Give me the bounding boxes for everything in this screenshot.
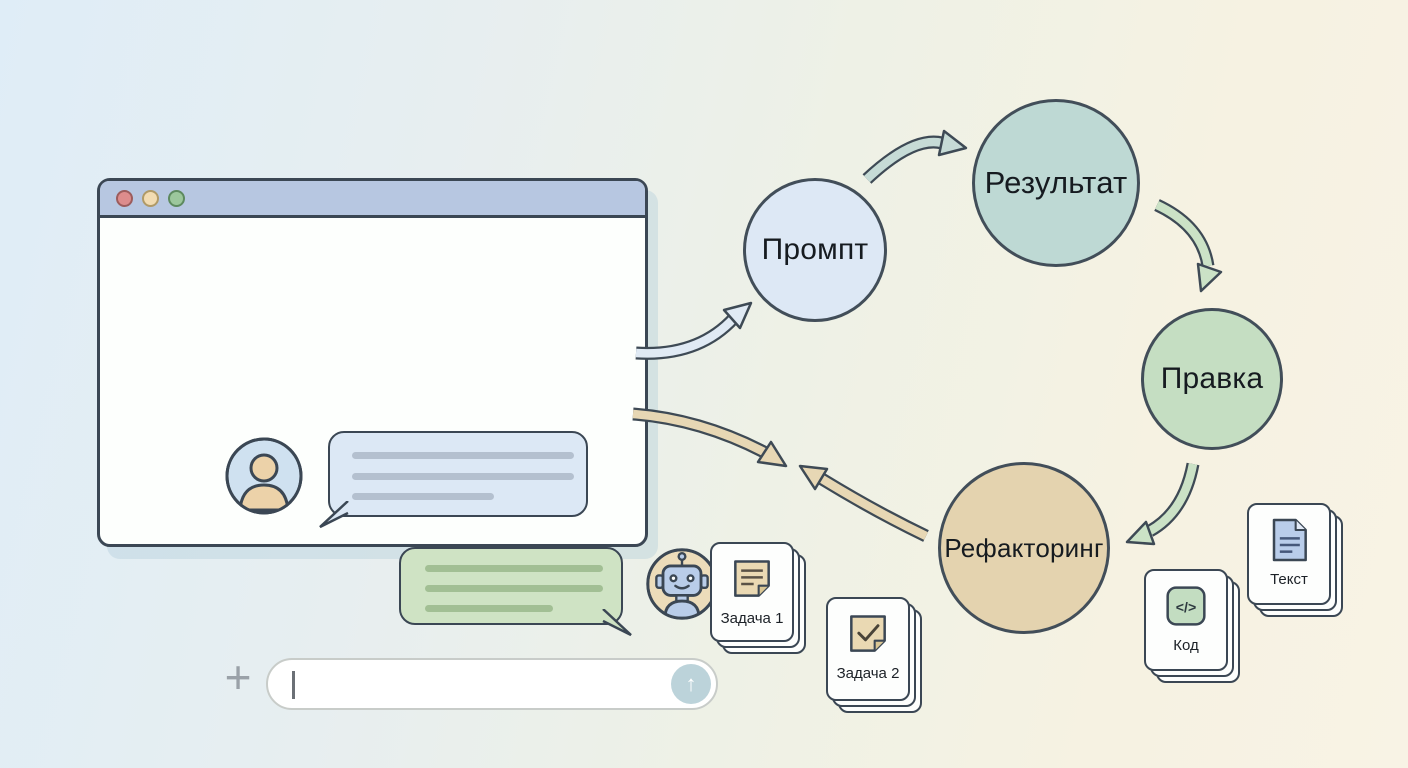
arrow-refactor-to-chat <box>798 464 929 542</box>
user-avatar <box>225 437 303 515</box>
robot-avatar <box>646 548 718 620</box>
bubble-tail <box>602 609 632 637</box>
chat-window: + ↑ <box>97 178 718 710</box>
card-stack-task2: Задача 2 <box>826 597 922 713</box>
user-message-bubble <box>319 431 588 529</box>
arrow-chat-to-refactor <box>632 407 788 468</box>
message-input[interactable]: ↑ <box>266 658 718 710</box>
note-lines-icon <box>734 560 770 597</box>
card-text: Текст <box>1247 503 1331 605</box>
send-button[interactable]: ↑ <box>671 664 711 704</box>
attach-plus-button[interactable]: + <box>224 651 252 703</box>
cycle-node-prompt: Промпт <box>743 178 887 322</box>
node-label: Правка <box>1160 362 1264 395</box>
cycle-node-refactor: Рефакторинг <box>938 462 1110 634</box>
card-label: Код <box>1173 637 1199 654</box>
card-label: Задача 2 <box>836 665 900 682</box>
text-placeholder-line <box>352 473 574 480</box>
arrow-prompt-to-result <box>862 129 968 184</box>
arrow-result-to-edit <box>1154 199 1223 293</box>
maximize-window-icon[interactable] <box>168 189 185 207</box>
text-placeholder-line <box>425 605 553 612</box>
text-placeholder-line <box>352 493 494 500</box>
card-label: Текст <box>1270 571 1308 588</box>
card-code: </> Код <box>1144 569 1228 671</box>
cycle-node-result: Результат <box>972 99 1140 267</box>
close-window-icon[interactable] <box>116 189 133 207</box>
node-label: Результат <box>984 165 1128 200</box>
arrow-chat-to-prompt <box>635 301 753 360</box>
code-icon: </> <box>1166 586 1206 626</box>
arrow-up-icon: ↑ <box>685 671 697 696</box>
card-stack-task1: Задача 1 <box>710 542 806 654</box>
window-titlebar <box>100 181 645 218</box>
card-stack-text: Текст <box>1247 503 1343 617</box>
code-glyph: </> <box>1176 600 1196 616</box>
note-check-icon <box>850 615 886 652</box>
cycle-node-edit: Правка <box>1141 308 1283 450</box>
node-label: Промпт <box>761 233 869 266</box>
bubble-tail <box>319 501 349 529</box>
document-icon <box>1272 518 1307 562</box>
arrow-edit-to-refactor <box>1125 462 1200 546</box>
card-task2: Задача 2 <box>826 597 910 701</box>
card-label: Задача 1 <box>720 610 784 627</box>
text-cursor <box>292 671 295 699</box>
card-task1: Задача 1 <box>710 542 794 642</box>
card-stack-code: </> Код <box>1144 569 1240 683</box>
text-placeholder-line <box>352 452 574 459</box>
text-placeholder-line <box>425 565 603 572</box>
minimize-window-icon[interactable] <box>142 189 159 207</box>
assistant-message-bubble <box>399 547 632 637</box>
node-label: Рефакторинг <box>944 532 1104 563</box>
text-placeholder-line <box>425 585 603 592</box>
